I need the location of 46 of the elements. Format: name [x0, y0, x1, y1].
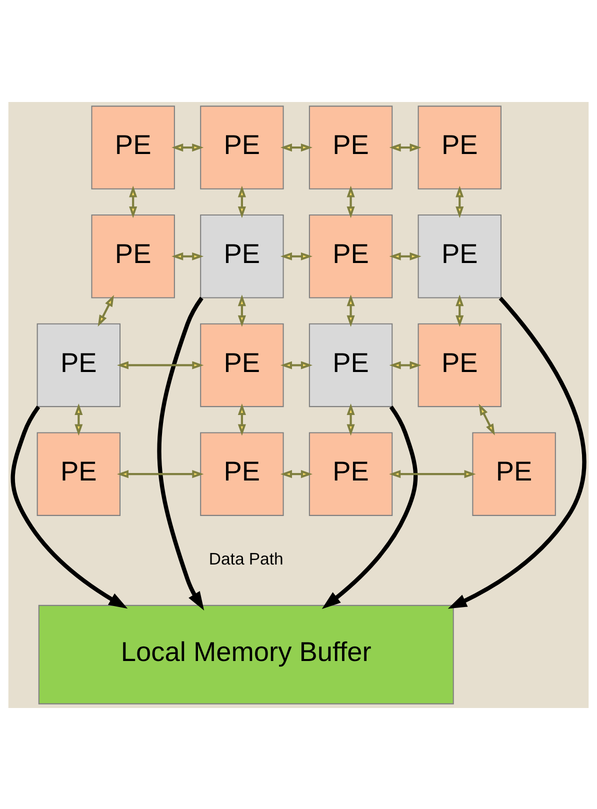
- node-box: PE: [308, 322, 393, 407]
- node-box: PE: [200, 105, 284, 189]
- node-box: Local Memory Buffer: [38, 604, 454, 704]
- node-box: PE: [308, 105, 393, 189]
- node-box: PE: [308, 432, 393, 516]
- node-box: PE: [472, 432, 556, 516]
- arrow: [98, 294, 114, 326]
- arrow: [389, 470, 476, 478]
- node-box: PE: [418, 105, 502, 189]
- node-box: PE: [308, 214, 393, 298]
- arrow: [74, 402, 83, 436]
- arrow: [478, 403, 495, 435]
- arrow: [280, 142, 312, 152]
- arrow: [116, 470, 204, 478]
- arrow: [172, 252, 204, 260]
- arrow: [322, 405, 418, 608]
- label: Data Path: [208, 548, 284, 568]
- node-box: PE: [200, 214, 284, 298]
- arrow: [10, 405, 128, 608]
- arrow: [389, 252, 422, 260]
- arrow: [389, 142, 422, 152]
- arrow: [346, 402, 355, 436]
- arrow: [238, 185, 246, 218]
- arrow: [238, 294, 246, 326]
- arrow: [157, 296, 204, 610]
- arrow: [448, 296, 586, 608]
- arrow: [129, 185, 138, 218]
- node-box: PE: [91, 214, 175, 298]
- node-box: PE: [200, 432, 284, 516]
- arrow: [238, 402, 246, 436]
- arrow: [280, 252, 312, 260]
- arrow: [346, 185, 355, 218]
- arrow: [280, 470, 312, 478]
- arrow: [389, 360, 422, 369]
- arrow: [116, 360, 204, 369]
- node-box: PE: [200, 322, 284, 407]
- node-box: PE: [36, 322, 121, 407]
- arrow: [346, 294, 355, 326]
- node-box: PE: [91, 105, 175, 189]
- arrow: [172, 142, 204, 152]
- node-box: PE: [418, 214, 502, 298]
- arrow: [456, 294, 464, 326]
- node-box: PE: [418, 322, 502, 407]
- arrow: [456, 185, 464, 218]
- node-box: PE: [36, 432, 121, 516]
- arrow: [280, 360, 312, 369]
